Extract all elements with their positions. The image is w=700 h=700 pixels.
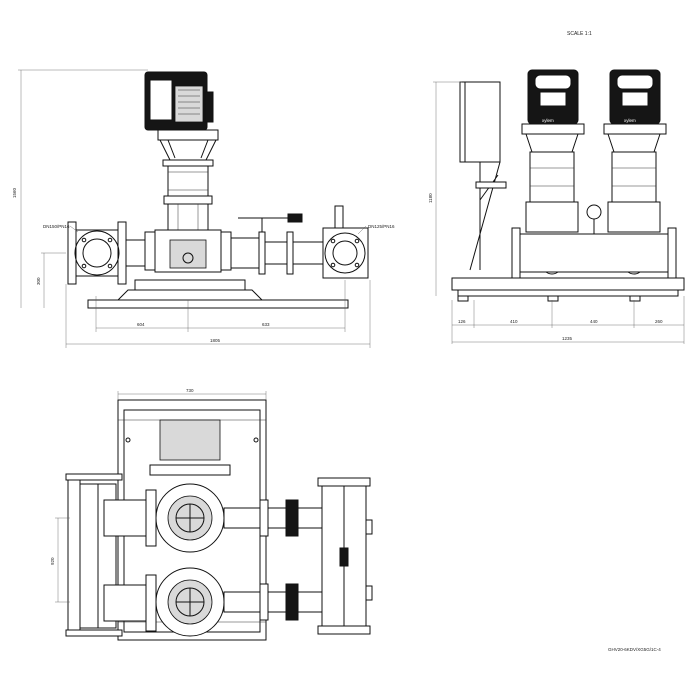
discharge-flange bbox=[322, 227, 369, 279]
side-dim-segment-1: 126 bbox=[458, 319, 466, 324]
dim-total-length: 1805 bbox=[210, 338, 221, 343]
pump-unit-a: xylem bbox=[521, 69, 585, 275]
motor-lantern bbox=[157, 129, 219, 167]
side-view: xylem xylem bbox=[428, 69, 685, 344]
brand-logo-b: xylem bbox=[624, 118, 636, 123]
dim-height-total: 1560 bbox=[12, 187, 17, 198]
top-pump-1 bbox=[103, 483, 323, 553]
top-dim-width: 730 bbox=[186, 388, 194, 393]
base-frame bbox=[87, 279, 349, 309]
scale-label: SCALE 1:1 bbox=[567, 31, 592, 37]
dim-height-axis: 300 bbox=[36, 277, 41, 285]
pump-unit-b: xylem bbox=[603, 69, 667, 275]
top-discharge-manifold bbox=[317, 477, 373, 635]
inlet-label: DN150/PN16 bbox=[43, 224, 70, 229]
pump-casing bbox=[144, 229, 232, 273]
top-pump-2 bbox=[103, 567, 323, 637]
suction-flange bbox=[67, 221, 146, 285]
front-dimensions: 1560 300 604 633 1805 bbox=[12, 69, 371, 348]
dim-right-half: 633 bbox=[262, 322, 270, 327]
outlet-label: DN125/PN16 bbox=[368, 224, 395, 229]
top-dim-height: 920 bbox=[50, 557, 55, 565]
side-dim-segment-3: 440 bbox=[590, 319, 598, 324]
side-base-frame bbox=[451, 277, 685, 302]
pump-stages bbox=[163, 165, 213, 231]
front-view: DN150/PN16 DN125/PN16 1560 300 604 633 1… bbox=[12, 69, 395, 348]
side-dim-total-length: 1235 bbox=[562, 336, 573, 341]
side-dim-segment-4: 260 bbox=[655, 319, 663, 324]
brand-logo-a: xylem bbox=[542, 118, 554, 123]
top-view: 730 920 bbox=[50, 388, 373, 641]
side-dim-height: 1180 bbox=[428, 193, 433, 203]
side-dim-segment-2: 410 bbox=[510, 319, 518, 324]
discharge-line bbox=[230, 205, 344, 275]
motor bbox=[144, 71, 214, 131]
dim-left-half: 604 bbox=[137, 322, 145, 327]
top-dimensions: 730 920 bbox=[50, 388, 267, 603]
drawing-number: GHV20-6KDV/XG5G/1C-4 bbox=[608, 647, 661, 652]
control-panel bbox=[459, 81, 507, 271]
side-dimensions: 1180 126 410 440 260 1235 bbox=[428, 81, 685, 344]
